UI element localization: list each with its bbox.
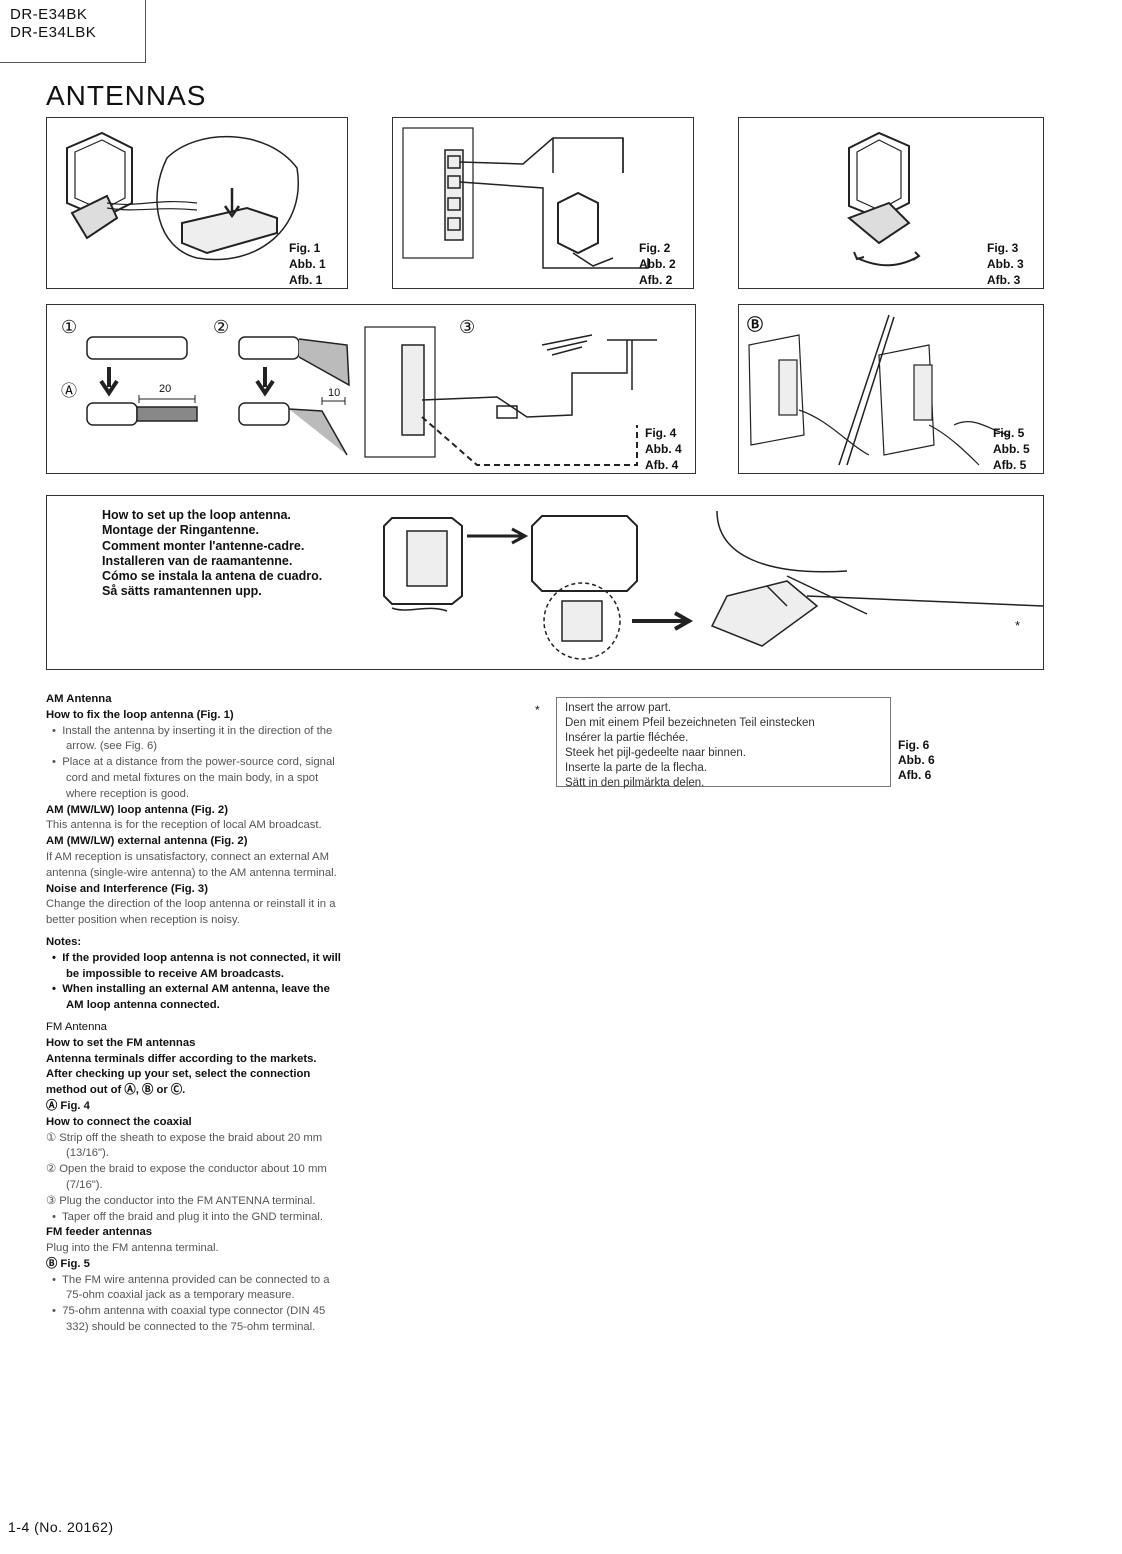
am-loop-heading: AM (MW/LW) loop antenna (Fig. 2) xyxy=(46,803,228,816)
coaxial-step-1: ① Strip off the sheath to expose the bra… xyxy=(46,1131,323,1160)
figure-5-illustration xyxy=(748,314,1010,466)
page-title: ANTENNAS xyxy=(46,80,207,111)
fm-terminals-note: Antenna terminals differ according to th… xyxy=(46,1052,317,1065)
notes-heading: Notes: xyxy=(46,935,82,948)
am-external-heading: AM (MW/LW) external antenna (Fig. 2) xyxy=(46,835,248,848)
page-footer: 1-4 (No. 20162) xyxy=(8,1519,114,1535)
fig6-line-sv: Sätt in den pilmärkta delen. xyxy=(565,777,705,789)
step-3-marker: ③ xyxy=(459,317,476,337)
am-fix-bullet-2: • Place at a distance from the power-sou… xyxy=(52,756,335,800)
setup-line-en: How to set up the loop antenna. xyxy=(102,508,291,522)
loop-setup-panel: * xyxy=(46,495,1044,670)
coaxial-step-3: ③ Plug the conductor into the FM ANTENNA… xyxy=(46,1194,316,1207)
fig6-asterisk: * xyxy=(535,703,540,717)
marker-a: Ⓐ xyxy=(61,383,78,400)
fm-b-bullet-1: • The FM wire antenna provided can be co… xyxy=(52,1273,330,1302)
fm-antenna-heading: FM Antenna xyxy=(46,1020,107,1033)
dimension-20: 20 xyxy=(159,383,172,395)
note-2: • When installing an external AM antenna… xyxy=(52,983,330,1012)
step-1-marker: ① xyxy=(61,317,78,337)
setup-line-sv: Så sätts ramantennen upp. xyxy=(102,584,262,599)
fm-set-heading: How to set the FM antennas xyxy=(46,1036,196,1049)
coaxial-step-2: ② Open the braid to expose the conductor… xyxy=(46,1163,327,1191)
feeder-text: Plug into the FM antenna terminal. xyxy=(46,1242,219,1255)
feeder-heading: FM feeder antennas xyxy=(46,1226,153,1239)
fig6-line-en: Insert the arrow part. xyxy=(565,702,672,714)
marker-b: Ⓑ xyxy=(747,317,764,334)
fm-b-bullet-2: • 75-ohm antenna with coaxial type conne… xyxy=(52,1305,326,1334)
setup-line-es: Cómo se instala la antena de cuadro. xyxy=(102,569,323,584)
noise-heading: Noise and Interference (Fig. 3) xyxy=(46,882,208,895)
loop-setup-illustration xyxy=(383,510,1044,660)
figure-4-illustration xyxy=(86,326,657,466)
dimension-10: 10 xyxy=(328,387,341,399)
fm-a-figure-ref: Ⓐ Fig. 4 xyxy=(46,1099,90,1112)
fig6-line-es: Inserte la parte de la flecha. xyxy=(565,762,707,774)
loop-setup-asterisk: * xyxy=(1015,618,1021,633)
setup-line-nl: Installeren van de raamantenne. xyxy=(102,553,293,568)
figure-1-illustration xyxy=(66,131,299,261)
fm-b-figure-ref: Ⓑ Fig. 5 xyxy=(46,1257,90,1270)
setup-line-fr: Comment monter l'antenne-cadre. xyxy=(102,538,305,553)
model-number-1: DR-E34BK xyxy=(10,6,88,23)
am-fix-heading: How to fix the loop antenna (Fig. 1) xyxy=(46,708,234,721)
setup-line-de: Montage der Ringantenne. xyxy=(102,523,259,538)
am-loop-text: This antenna is for the reception of loc… xyxy=(46,819,322,832)
note-1: • If the provided loop antenna is not co… xyxy=(52,951,341,980)
instructions-column: AM Antenna How to fix the loop antenna (… xyxy=(46,692,348,1336)
coaxial-bullet: • Taper off the braid and plug it into t… xyxy=(52,1210,324,1223)
am-antenna-heading: AM Antenna xyxy=(46,693,112,705)
fm-select-note: After checking up your set, select the c… xyxy=(46,1068,311,1097)
loop-setup-instructions: How to set up the loop antenna. Montage … xyxy=(102,508,322,600)
figure-3-illustration xyxy=(847,131,921,267)
fig6-line-fr: Insérer la partie fléchée. xyxy=(565,732,689,744)
am-fix-bullet-1: • Install the antenna by inserting it in… xyxy=(52,724,333,753)
fig6-note-box: Insert the arrow part. Den mit einem Pfe… xyxy=(556,697,891,789)
am-external-text: If AM reception is unsatisfactory, conne… xyxy=(46,850,337,879)
model-box xyxy=(0,0,146,63)
fig6-line-nl: Steek het pijl-gedeelte naar binnen. xyxy=(565,747,746,759)
figure-2-illustration xyxy=(402,127,649,269)
model-number-2: DR-E34LBK xyxy=(10,24,97,41)
coaxial-heading: How to connect the coaxial xyxy=(46,1115,192,1128)
fig6-line-de: Den mit einem Pfeil bezeichneten Teil ei… xyxy=(565,717,815,729)
step-2-marker: ② xyxy=(213,317,230,337)
noise-text: Change the direction of the loop antenna… xyxy=(46,898,336,927)
